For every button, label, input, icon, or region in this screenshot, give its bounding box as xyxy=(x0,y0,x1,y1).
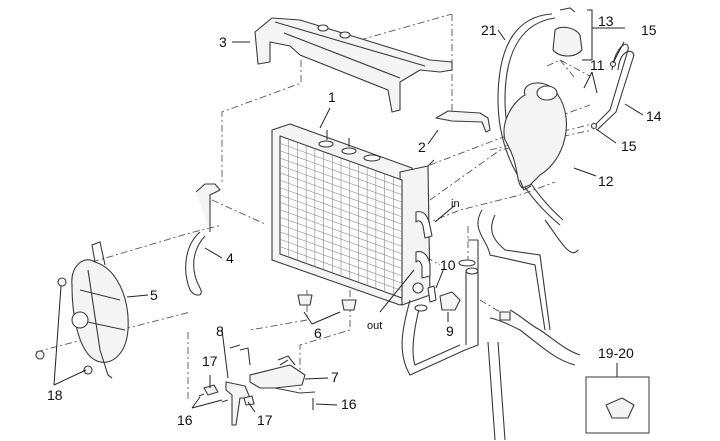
expansion-tank xyxy=(503,82,567,191)
radiator-core-row xyxy=(279,172,403,218)
callout-21: 21 xyxy=(481,22,497,38)
cooling-fan xyxy=(71,241,129,379)
sealing-washer xyxy=(414,259,476,312)
support-plate xyxy=(225,381,251,426)
breather-hose xyxy=(497,13,564,226)
radiator-core-row xyxy=(279,216,403,262)
spring-clip-box xyxy=(585,363,650,434)
callout-5: 5 xyxy=(150,287,158,303)
lower-mounting-bracket xyxy=(239,347,316,394)
callout-4: 4 xyxy=(226,250,234,266)
radiator-core-row xyxy=(279,202,403,247)
screws xyxy=(198,344,314,410)
callout-7: 7 xyxy=(331,369,339,385)
expansion-tank-bracket xyxy=(435,110,491,133)
radiator-core-row xyxy=(279,224,403,269)
radiator-core-row xyxy=(279,238,403,284)
callout-8: 8 xyxy=(216,323,224,339)
radiator-core-row xyxy=(279,187,403,232)
callout-16-left: 16 xyxy=(177,412,193,428)
fan-nuts xyxy=(35,277,93,375)
tank-cap xyxy=(552,7,593,61)
callout-3: 3 xyxy=(219,34,227,50)
radiator-core-row xyxy=(279,246,403,291)
callout-9: 9 xyxy=(446,323,454,339)
callout-leaders xyxy=(53,27,644,413)
callout-2: 2 xyxy=(418,139,426,155)
thermal-switch xyxy=(439,291,461,311)
radiator-side-bracket xyxy=(185,183,221,296)
callout-10: 10 xyxy=(440,257,456,273)
callout-14: 14 xyxy=(646,108,662,124)
callout-labels: 3 1 2 4 5 6 7 8 9 10 11 12 13 14 15 15 1… xyxy=(47,13,662,428)
callout-16-right: 16 xyxy=(341,396,357,412)
callout-11: 11 xyxy=(590,57,605,73)
flow-label-in: in xyxy=(451,198,460,210)
lower-hoses xyxy=(401,209,581,441)
radiator-core-row xyxy=(279,209,403,255)
callout-12: 12 xyxy=(598,173,614,189)
radiator-core-row xyxy=(279,231,403,277)
radiator-core-row xyxy=(279,150,403,196)
callout-13: 13 xyxy=(598,13,614,29)
callout-17-lower: 17 xyxy=(257,412,273,428)
rubber-grommets xyxy=(297,294,357,311)
radiator-core-row xyxy=(279,194,403,240)
rubber-pads xyxy=(203,384,255,406)
radiator-core-row xyxy=(279,179,403,225)
radiator-core-row xyxy=(279,157,403,203)
radiator-core-row xyxy=(279,165,403,210)
flow-label-out: out xyxy=(367,320,382,332)
callout-15-top: 15 xyxy=(641,22,657,38)
callout-19-20: 19-20 xyxy=(598,345,634,361)
radiator-core-row xyxy=(279,143,403,188)
callout-1: 1 xyxy=(328,89,336,105)
radiator xyxy=(271,123,435,306)
radiator-top-cover xyxy=(254,17,453,113)
callout-18: 18 xyxy=(47,387,63,403)
callout-15-bottom: 15 xyxy=(621,138,637,154)
callout-17-upper: 17 xyxy=(202,353,218,369)
callout-6: 6 xyxy=(314,325,322,341)
